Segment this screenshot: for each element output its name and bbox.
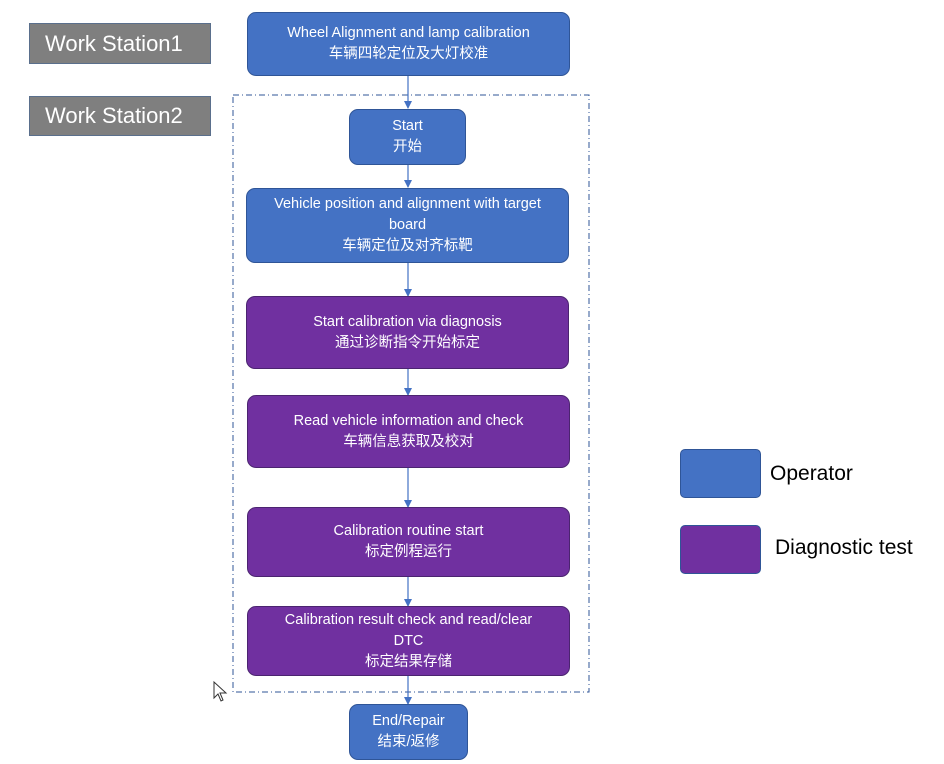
- work-station-1-label: Work Station1: [29, 23, 211, 64]
- step-read-vehicle-info-en: Read vehicle information and check: [293, 412, 524, 429]
- step-start: Start 开始: [349, 109, 466, 165]
- step-read-vehicle-info: Read vehicle information and check 车辆信息获…: [247, 395, 570, 468]
- legend-diagnostic-label: Diagnostic test: [775, 535, 913, 559]
- work-station-2-label: Work Station2: [29, 96, 211, 136]
- step-end-repair-zh: 结束/返修: [377, 734, 440, 750]
- step-vehicle-position-en: Vehicle position and alignment with targ…: [274, 196, 541, 233]
- step-start-zh: 开始: [393, 139, 422, 155]
- work-station-2-text: Work Station2: [45, 103, 183, 128]
- step-start-calibration: Start calibration via diagnosis 通过诊断指令开始…: [246, 296, 569, 369]
- step-vehicle-position-zh: 车辆定位及对齐标靶: [342, 238, 473, 254]
- step-end-repair: End/Repair 结束/返修: [349, 704, 468, 760]
- legend-diagnostic-swatch: [680, 525, 761, 574]
- step-start-calibration-zh: 通过诊断指令开始标定: [335, 334, 480, 351]
- step-start-calibration-en: Start calibration via diagnosis: [313, 313, 502, 330]
- work-station-2-boundary: [232, 94, 590, 693]
- mouse-cursor-icon: [213, 680, 228, 702]
- step-vehicle-position: Vehicle position and alignment with targ…: [246, 188, 569, 263]
- step-wheel-alignment: Wheel Alignment and lamp calibration 车辆四…: [247, 12, 570, 76]
- step-read-vehicle-info-zh: 车辆信息获取及校对: [343, 433, 474, 450]
- step-wheel-alignment-zh: 车辆四轮定位及大灯校准: [328, 46, 489, 62]
- step-calibration-routine-en: Calibration routine start: [333, 523, 484, 539]
- legend-operator-swatch: [680, 449, 761, 498]
- step-calibration-result-en: Calibration result check and read/clear …: [284, 611, 533, 649]
- step-calibration-result-zh: 标定结果存储: [365, 653, 452, 670]
- step-wheel-alignment-en: Wheel Alignment and lamp calibration: [287, 25, 530, 41]
- step-calibration-routine: Calibration routine start 标定例程运行: [247, 507, 570, 577]
- step-calibration-routine-zh: 标定例程运行: [365, 544, 452, 560]
- legend-operator-label: Operator: [770, 461, 853, 485]
- work-station-1-text: Work Station1: [45, 30, 183, 56]
- step-calibration-result: Calibration result check and read/clear …: [247, 606, 570, 676]
- step-start-en: Start: [392, 118, 423, 134]
- step-end-repair-en: End/Repair: [372, 713, 445, 729]
